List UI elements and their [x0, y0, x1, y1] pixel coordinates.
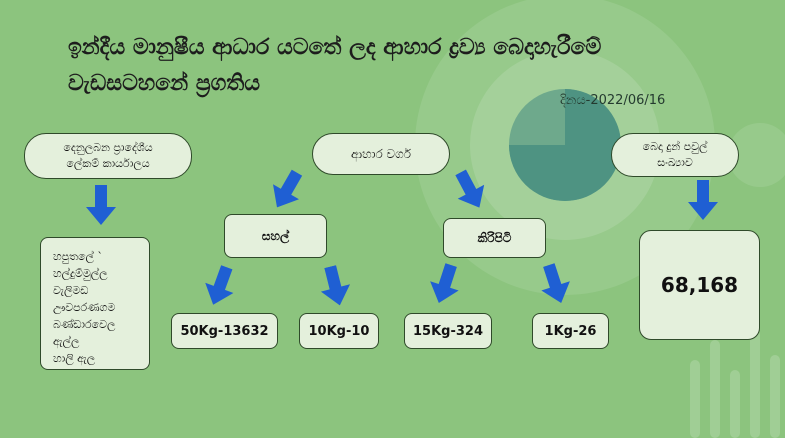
- office-line-1: දෙනුලබන ප්‍රාදේශීය: [63, 141, 153, 154]
- office-line-2: ලේකම් කාර්යාලය: [66, 157, 150, 170]
- rice-50kg-box: 50Kg-13632: [171, 313, 278, 349]
- decor-bar-2: [710, 340, 720, 438]
- decor-bar-5: [770, 355, 780, 438]
- decor-bar-3: [730, 370, 740, 438]
- arrow-down-icon: [86, 185, 116, 225]
- title-line-2: වැඩසටහනේ ප්‍රගතිය: [68, 71, 261, 96]
- milk-powder-node: කිරිපිටි: [443, 218, 546, 258]
- arrow-down-right-icon: [320, 265, 351, 306]
- list-item: වැලිමඩ: [53, 284, 89, 297]
- families-node: බෙදා දුන් පවුල් සංඛ්‍යාව: [611, 133, 739, 177]
- list-item: හපුතලේ `: [53, 250, 103, 263]
- food-type-node: ආහාර වර්ග: [312, 133, 450, 175]
- rice-10kg-box: 10Kg-10: [299, 313, 379, 349]
- list-item: හල්දුම්මුල්ල: [53, 267, 108, 280]
- report-date: දිනය-2022/06/16: [560, 93, 666, 108]
- families-count-box: 68,168: [639, 230, 760, 340]
- decor-bar-1: [690, 360, 700, 438]
- arrow-down-left-icon: [205, 265, 234, 305]
- families-line-1: බෙදා දුන් පවුල්: [642, 140, 708, 153]
- rice-node: සහල්: [224, 214, 327, 258]
- list-item: ඌවපරණගම: [53, 301, 116, 314]
- milk-15kg-box: 15Kg-324: [404, 313, 492, 349]
- arrow-down-left-icon: [430, 263, 459, 304]
- arrow-down-icon: [688, 180, 718, 220]
- page-title: ඉන්දීය මානුෂීය ආධාර යටතේ ලද ආහාර ද්‍රව්‍…: [68, 30, 708, 102]
- list-item: බණ්ඩාරවෙල: [53, 318, 116, 331]
- arrow-down-right-icon: [541, 263, 570, 304]
- families-line-2: සංඛ්‍යාව: [657, 156, 693, 169]
- list-item: හාලි ඇල: [53, 352, 96, 365]
- milk-1kg-box: 1Kg-26: [532, 313, 609, 349]
- village-list: හපුතලේ ` හල්දුම්මුල්ල වැලිමඩ ඌවපරණගම බණ්…: [40, 237, 150, 370]
- decor-bar-4: [750, 330, 760, 438]
- title-line-1: ඉන්දීය මානුෂීය ආධාර යටතේ ලද ආහාර ද්‍රව්‍…: [68, 35, 602, 60]
- office-node: දෙනුලබන ප්‍රාදේශීය ලේකම් කාර්යාලය: [24, 133, 192, 179]
- arrow-down-right-icon: [455, 169, 485, 208]
- list-item: ඇල්ල: [53, 335, 80, 348]
- arrow-down-left-icon: [273, 169, 303, 208]
